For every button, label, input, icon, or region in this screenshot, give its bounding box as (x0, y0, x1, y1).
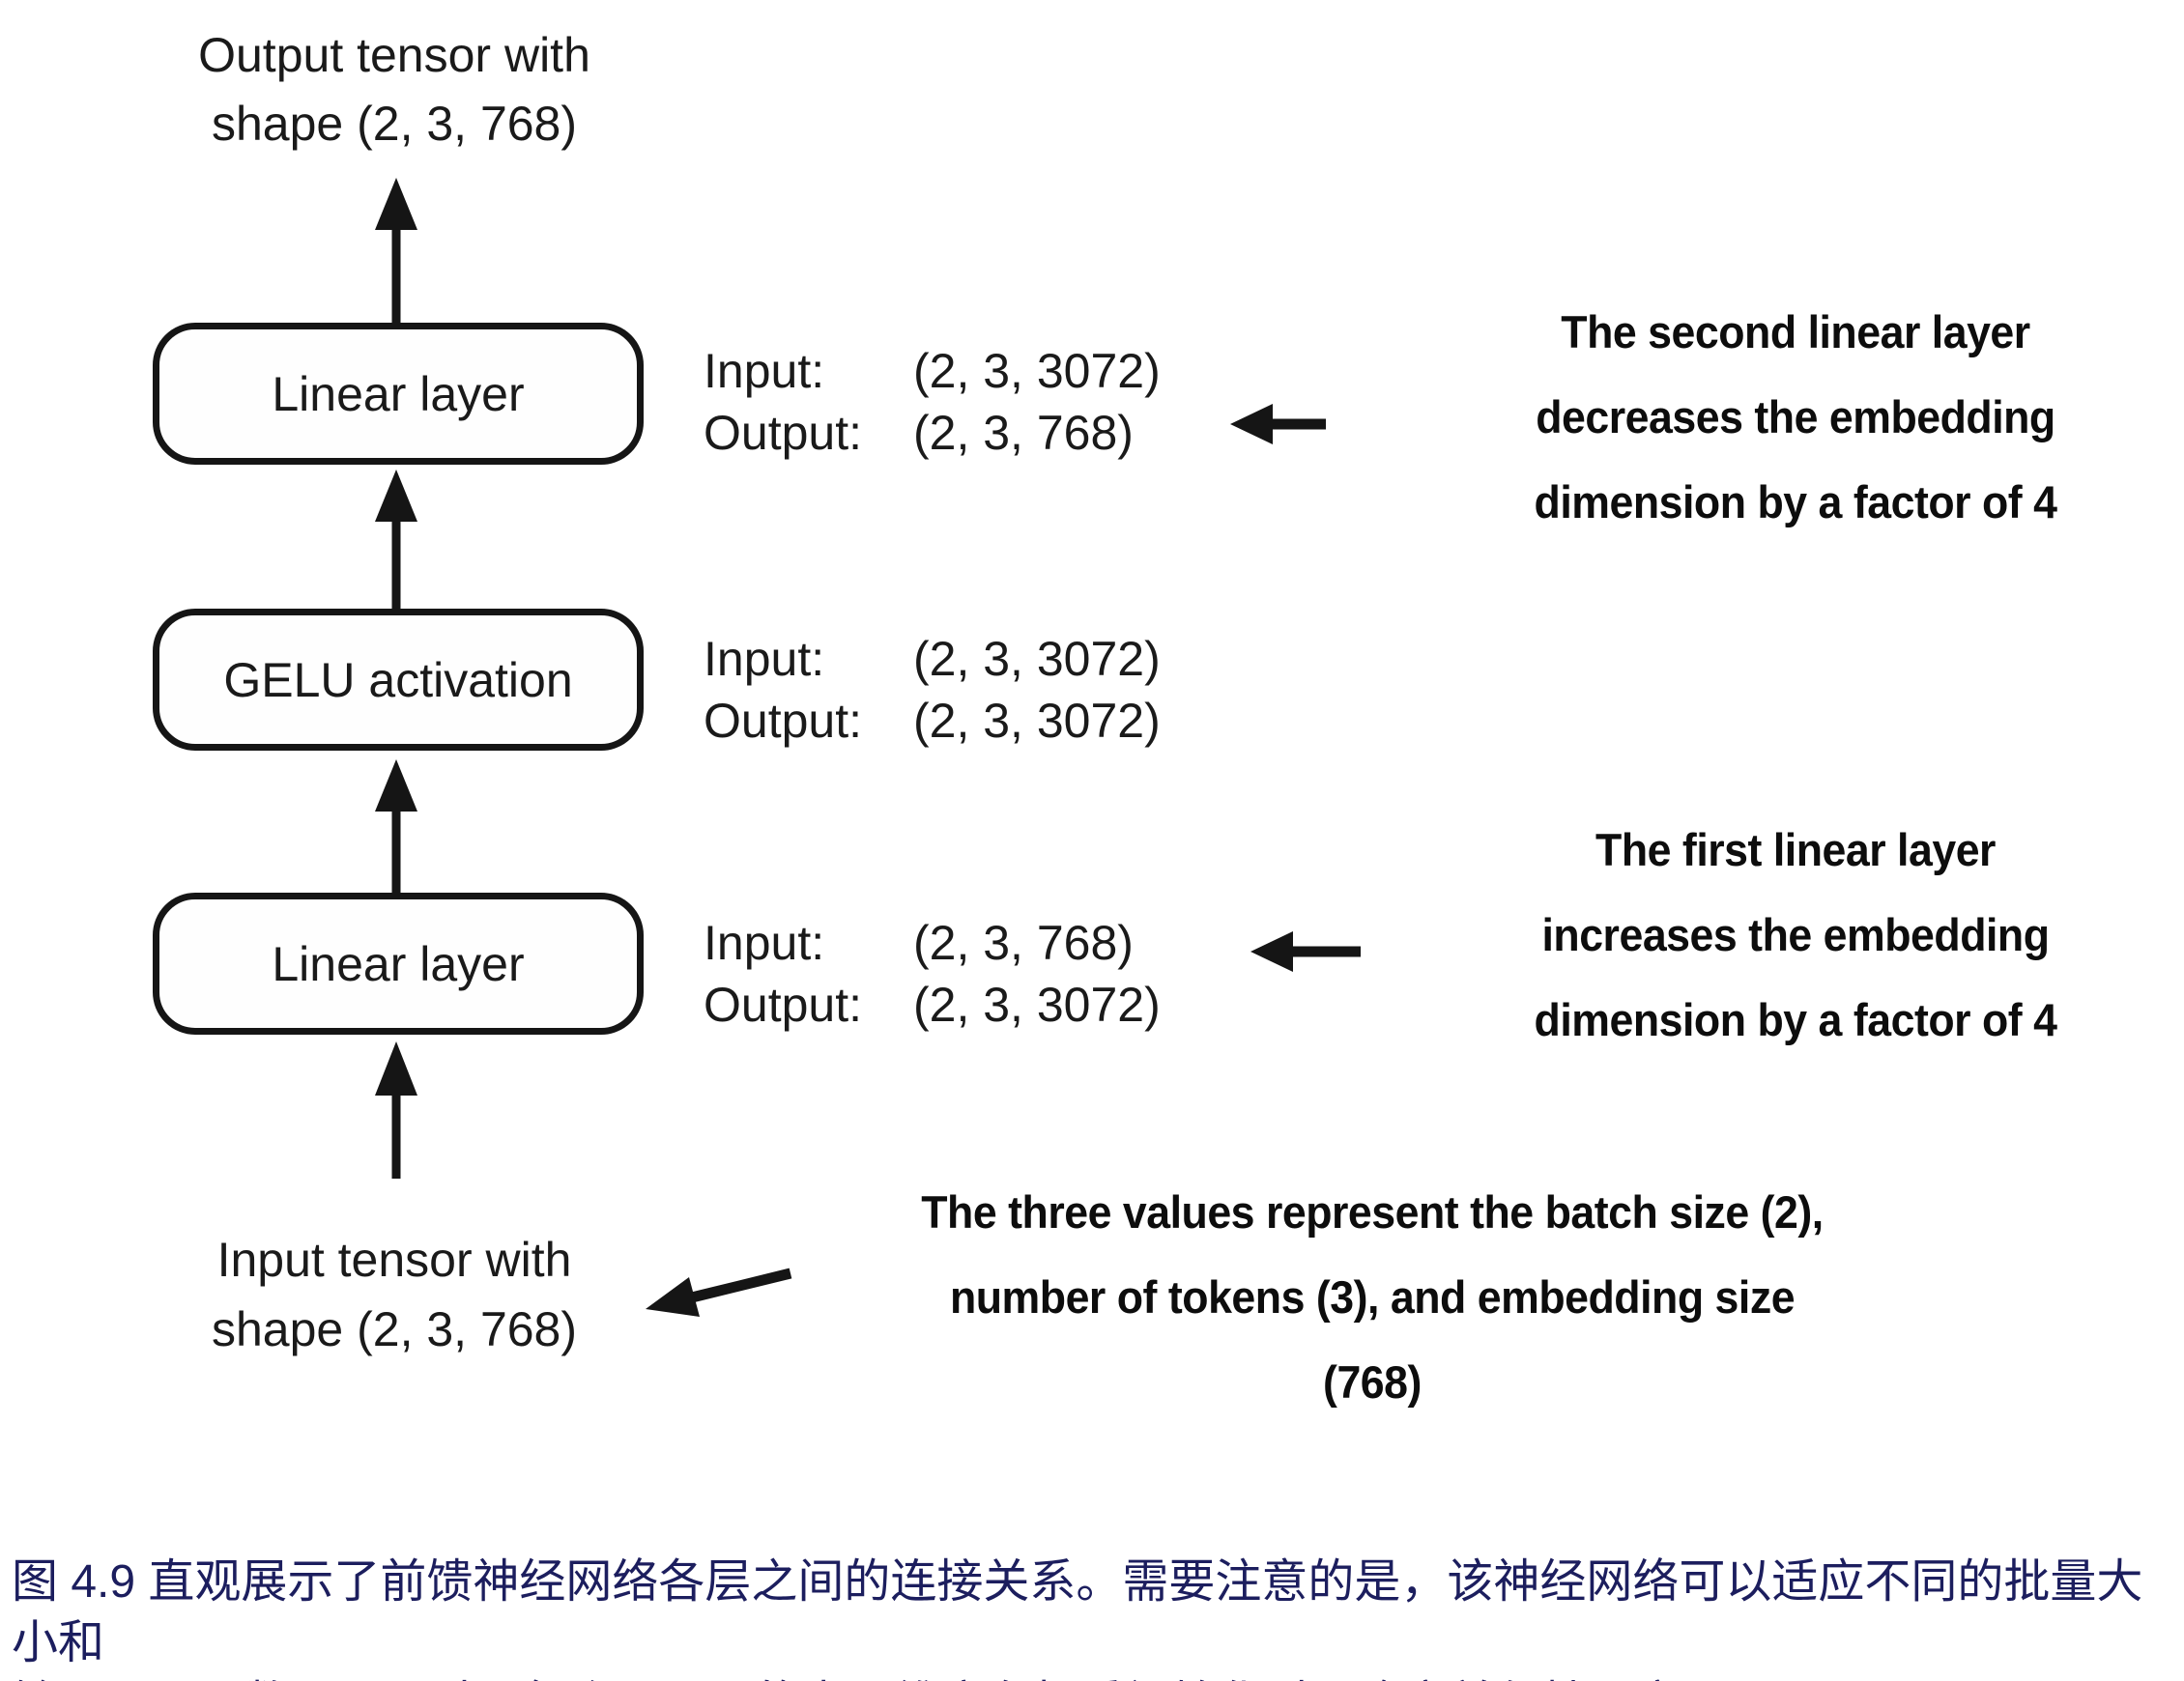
output-tensor-label: Output tensor with shape (2, 3, 768) (198, 28, 590, 151)
node-label: GELU activation (223, 652, 573, 707)
io-input-label: Input: (704, 916, 825, 970)
io-row-input: Input: (2, 3, 3072) (704, 628, 1161, 690)
io-input-value: (2, 3, 3072) (913, 344, 1161, 398)
io-row-output: Output: (2, 3, 768) (704, 402, 1161, 464)
io-input-label: Input: (704, 632, 825, 686)
io-row-input: Input: (2, 3, 768) (704, 912, 1161, 974)
annotation-three-values: The three values represent the batch siz… (921, 1186, 1824, 1408)
io-row-output: Output: (2, 3, 3072) (704, 974, 1161, 1036)
io-output-value: (2, 3, 3072) (913, 978, 1161, 1032)
io-block-gelu: Input: (2, 3, 3072) Output: (2, 3, 3072) (704, 628, 1161, 752)
annotation-first-linear-layer: The first linear layer increases the emb… (1534, 824, 2057, 1045)
arrow-left-second-linear-icon (1230, 404, 1326, 444)
io-row-input: Input: (2, 3, 3072) (704, 340, 1161, 402)
io-output-label: Output: (704, 406, 862, 460)
figure-caption: 图 4.9 直观展示了前馈神经网络各层之间的连接关系。需要注意的是，该神经网络可… (12, 1556, 2143, 1681)
node-linear-layer-1: Linear layer (153, 893, 644, 1035)
io-output-label: Output: (704, 694, 862, 748)
io-output-value: (2, 3, 768) (913, 406, 1134, 460)
node-label: Linear layer (272, 366, 525, 421)
io-output-label: Output: (704, 978, 862, 1032)
io-row-output: Output: (2, 3, 3072) (704, 690, 1161, 752)
arrow-linear1-to-gelu-icon (375, 759, 417, 894)
io-block-linear2: Input: (2, 3, 3072) Output: (2, 3, 768) (704, 340, 1161, 464)
node-linear-layer-2: Linear layer (153, 323, 644, 465)
arrow-gelu-to-linear2-icon (375, 470, 417, 609)
arrow-up-to-output-icon (375, 178, 417, 323)
io-output-value: (2, 3, 3072) (913, 694, 1161, 748)
io-input-label: Input: (704, 344, 825, 398)
input-tensor-label: Input tensor with shape (2, 3, 768) (211, 1233, 578, 1356)
io-input-value: (2, 3, 3072) (913, 632, 1161, 686)
arrow-left-first-linear-icon (1250, 931, 1361, 972)
node-gelu-activation: GELU activation (153, 609, 644, 751)
annotation-second-linear-layer: The second linear layer decreases the em… (1534, 306, 2057, 527)
node-label: Linear layer (272, 936, 525, 991)
io-input-value: (2, 3, 768) (913, 916, 1134, 970)
arrow-input-to-linear1-icon (375, 1041, 417, 1179)
io-block-linear1: Input: (2, 3, 768) Output: (2, 3, 3072) (704, 912, 1161, 1036)
